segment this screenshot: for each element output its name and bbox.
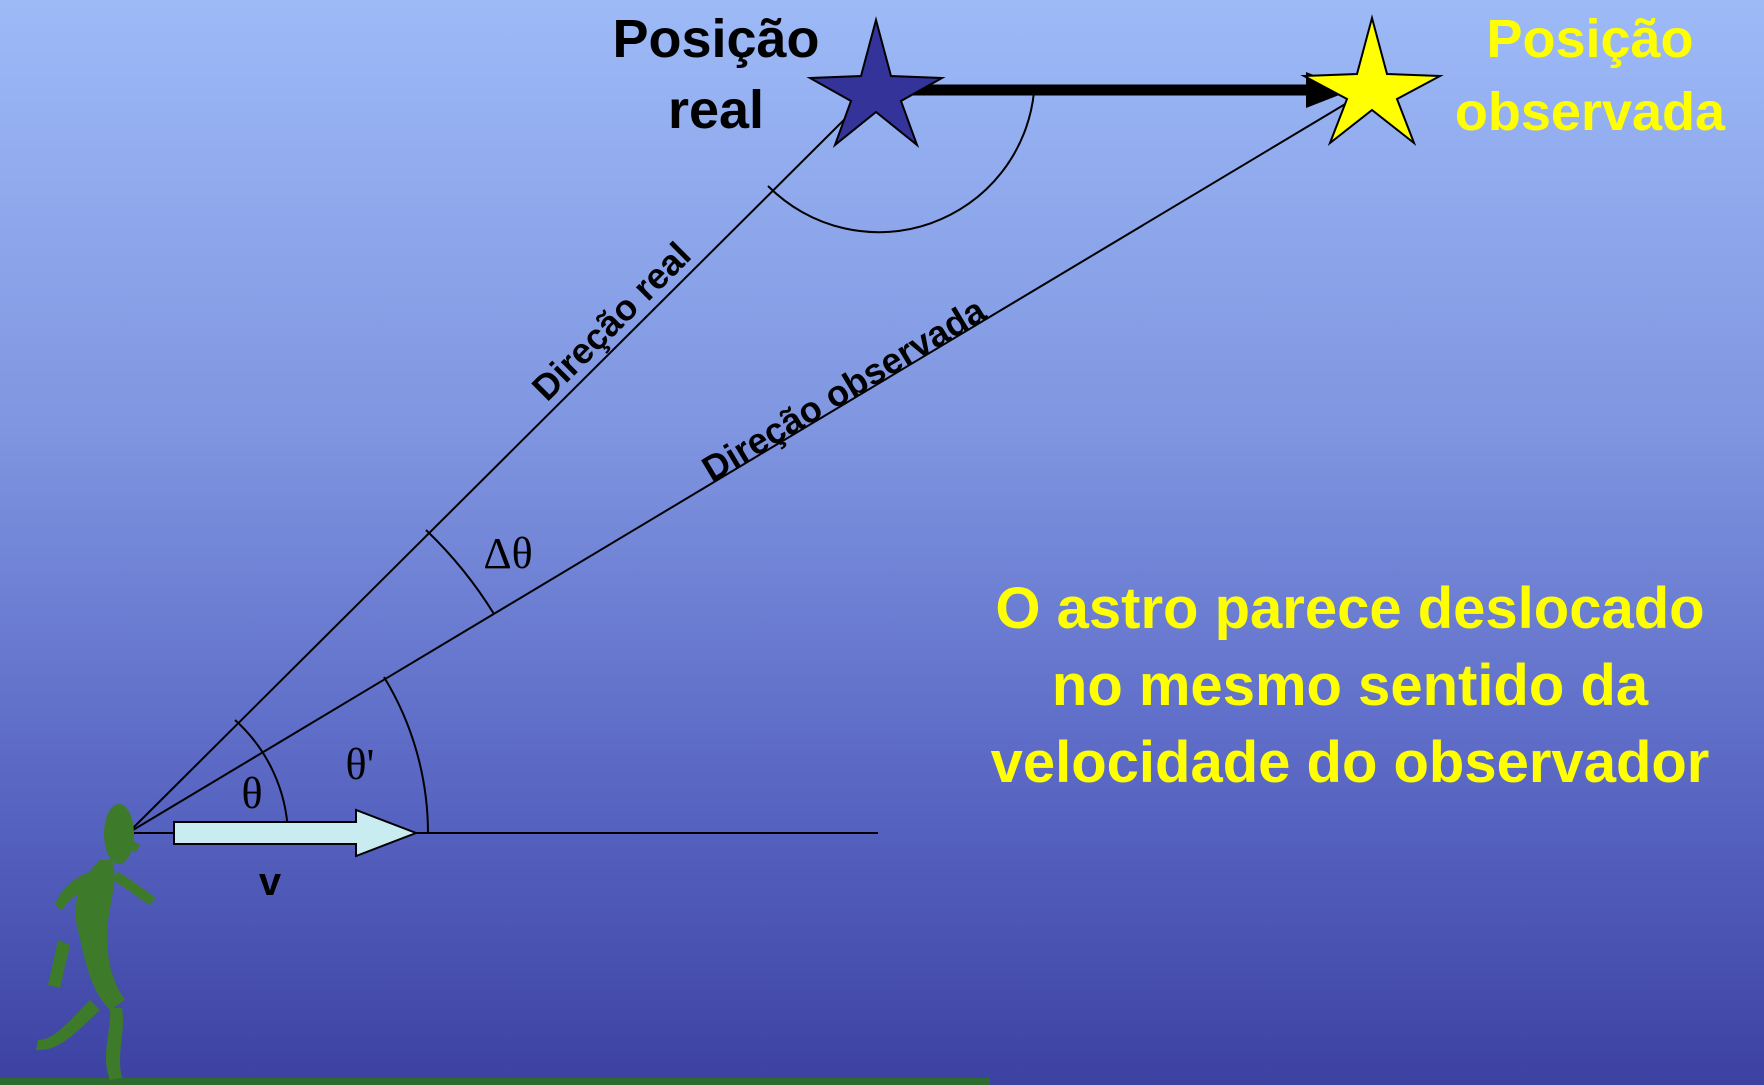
observed-direction-line — [127, 87, 1373, 834]
real-position-label-line1: Posição — [612, 9, 819, 69]
theta-arc — [234, 719, 289, 834]
observed-direction-label: Direção observada — [695, 288, 993, 489]
observed-position-label-line1: Posição — [1486, 9, 1693, 69]
delta-theta-arc — [425, 529, 495, 615]
real-star-icon — [806, 16, 946, 149]
ground-line — [0, 1078, 990, 1085]
velocity-label: v — [259, 860, 282, 904]
theta-prime-label: θ' — [345, 740, 374, 789]
real-position-label-line2: real — [668, 80, 764, 140]
real-direction-label: Direção real — [524, 234, 699, 409]
theta-label: θ — [241, 769, 262, 818]
aberration-caption: O astro parece deslocado no mesmo sentid… — [940, 570, 1760, 801]
running-person-icon — [36, 804, 156, 1080]
delta-theta-label: Δθ — [483, 529, 532, 578]
star-angle-arc — [767, 91, 1035, 234]
velocity-arrow — [173, 808, 419, 858]
real-direction-line — [127, 87, 877, 834]
caption-line-3: velocidade do observador — [990, 730, 1710, 795]
caption-line-1: O astro parece deslocado — [995, 576, 1705, 641]
caption-line-2: no mesmo sentido da — [1051, 653, 1649, 718]
observed-star-icon — [1300, 14, 1444, 147]
observed-position-label-line2: observada — [1455, 82, 1726, 142]
theta-prime-arc — [383, 676, 429, 834]
